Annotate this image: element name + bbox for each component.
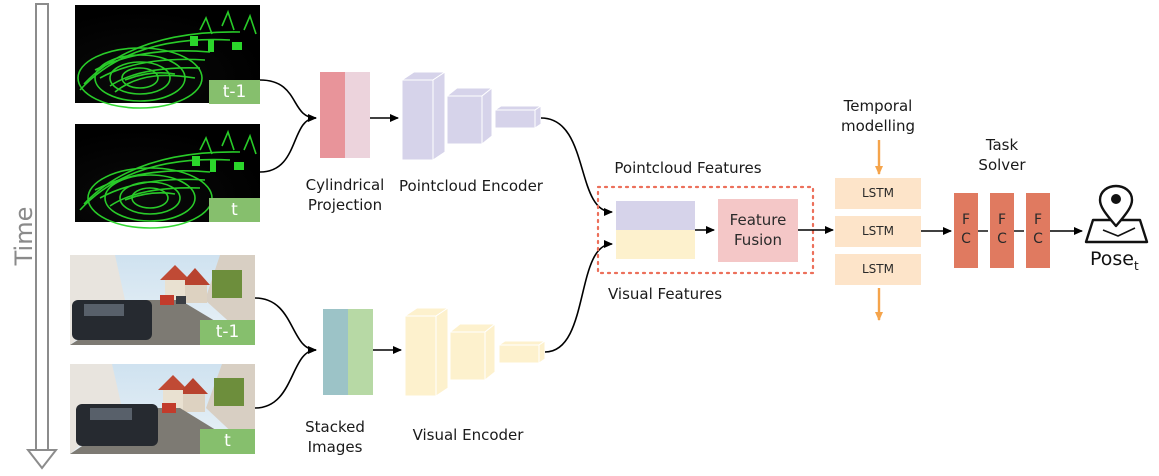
- connector-img-curr: [254, 349, 317, 409]
- fc-layer-2: F C: [997, 212, 1007, 247]
- visual-encoder-block: [403, 307, 547, 397]
- pose-subscript: t: [1134, 258, 1139, 273]
- feature-fusion-text: Feature Fusion: [729, 211, 787, 249]
- stacked-images-label: Stacked Images: [305, 418, 365, 456]
- badge-img-curr: t: [200, 429, 255, 454]
- time-axis-label: Time: [10, 206, 38, 266]
- connector-pc-prev: [259, 79, 317, 122]
- connector-pc-curr: [259, 117, 317, 173]
- lstm-cell-1: LSTM: [862, 186, 894, 200]
- badge-img-prev: t-1: [200, 320, 255, 345]
- visual-encoder-label: Visual Encoder: [412, 426, 524, 444]
- pose-text: Pose: [1090, 248, 1134, 270]
- connector-pc-features: [540, 117, 613, 216]
- pointcloud-frame-prev: [75, 5, 260, 109]
- lstm-stack: [835, 178, 921, 285]
- time-axis-arrow: [25, 3, 59, 470]
- task-solver-label: Task Solver: [978, 136, 1026, 174]
- lstm-cell-3: LSTM: [862, 262, 894, 276]
- visual-features-label: Visual Features: [607, 285, 723, 303]
- pose-output-label: Poset: [1090, 248, 1139, 273]
- feature-stack: [616, 201, 695, 259]
- connector-visual-features: [544, 240, 613, 353]
- connector-img-prev: [254, 297, 317, 354]
- pointcloud-features-label: Pointcloud Features: [614, 159, 762, 177]
- map-pin-icon: [1084, 184, 1149, 244]
- camera-frame-prev: [70, 255, 255, 345]
- fc-layer-1: F C: [961, 212, 971, 247]
- cylindrical-projection-block: [320, 72, 370, 158]
- feature-fusion-box: [718, 199, 798, 262]
- pointcloud-encoder-block: [400, 71, 543, 161]
- fc-layer-3: F C: [1033, 212, 1043, 247]
- badge-pc-prev: t-1: [209, 80, 260, 104]
- pointcloud-encoder-label: Pointcloud Encoder: [399, 177, 543, 195]
- temporal-modelling-label: Temporal modelling: [840, 97, 916, 135]
- badge-pc-curr: t: [209, 198, 260, 222]
- fc-layers: [954, 193, 1050, 268]
- stacked-images-block: [323, 309, 373, 395]
- lstm-cell-2: LSTM: [862, 224, 894, 238]
- cylindrical-projection-label: Cylindrical Projection: [305, 176, 385, 214]
